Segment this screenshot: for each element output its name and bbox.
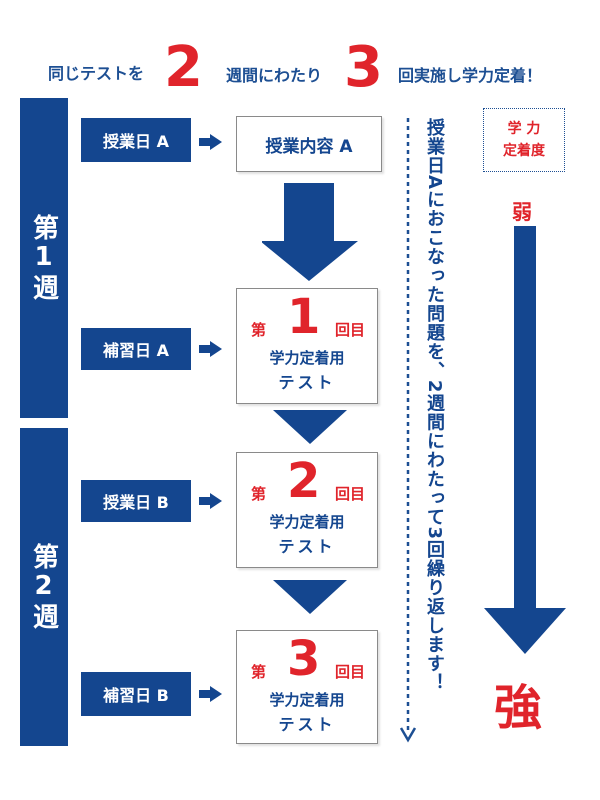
dashed-arrow-down-icon <box>399 118 417 743</box>
week-1-bar: 第1週 <box>20 98 68 418</box>
headline-text-3: 回実施し学力定着！ <box>398 66 543 85</box>
arrow-right-icon <box>199 686 222 702</box>
test-title: 学力定着用 <box>269 691 345 709</box>
test-number: 3 <box>287 631 321 687</box>
week-2-bar: 第2週 <box>20 428 68 746</box>
arrow-right-icon <box>199 493 222 509</box>
test-prefix: 第 <box>251 485 267 503</box>
test-suffix: 回目 <box>335 485 366 503</box>
test-title: 学力定着用 <box>269 513 345 531</box>
headline-number-2: 2 <box>164 35 203 100</box>
headline: 同じテストを 2 週間にわたり 3 回実施し学力定着！ <box>0 22 600 102</box>
test-subtitle: テスト <box>278 537 336 556</box>
retention-label: 学 力 定着度 <box>483 108 565 172</box>
arrow-right-icon <box>199 134 222 150</box>
lesson-content-box: 授業内容 A <box>236 116 382 172</box>
big-arrow-down-icon <box>484 226 566 654</box>
test-box-2: 第 2 回目 学力定着用 テスト <box>236 452 378 568</box>
test-subtitle: テスト <box>278 715 336 734</box>
test-prefix: 第 <box>251 663 267 681</box>
retention-label-line1: 学 力 <box>507 121 541 137</box>
test-suffix: 回目 <box>335 663 366 681</box>
test-box-1: 第 1 回目 学力定着用 テスト <box>236 288 378 404</box>
test-number: 2 <box>287 453 321 509</box>
triangle-down-icon <box>273 580 347 614</box>
day-label-lesson-b: 授業日 B <box>81 480 191 522</box>
test-box-3: 第 3 回目 学力定着用 テスト <box>236 630 378 744</box>
test-subtitle: テスト <box>278 373 336 392</box>
day-label-lesson-a: 授業日 A <box>81 118 191 162</box>
test-suffix: 回目 <box>335 321 366 339</box>
strong-label: 強 <box>494 680 543 736</box>
test-title: 学力定着用 <box>269 349 345 367</box>
arrow-down-icon <box>262 183 358 281</box>
weak-label: 弱 <box>512 200 532 224</box>
headline-text-1: 同じテストを <box>48 64 145 83</box>
test-prefix: 第 <box>251 321 267 339</box>
day-label-review-b: 補習日 B <box>81 672 191 716</box>
day-label-review-a: 補習日 A <box>81 328 191 370</box>
triangle-down-icon <box>273 410 347 444</box>
repeat-message: 授業日Aにおこなった問題を、2週間にわたって3回繰り返します！ <box>424 118 445 692</box>
test-number: 1 <box>287 289 321 345</box>
headline-number-3: 3 <box>344 35 383 100</box>
headline-text-2: 週間にわたり <box>226 66 323 85</box>
retention-label-line2: 定着度 <box>503 143 545 159</box>
arrow-right-icon <box>199 341 222 357</box>
